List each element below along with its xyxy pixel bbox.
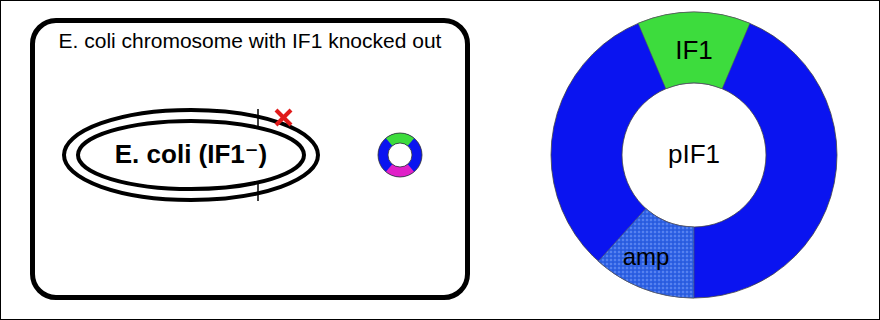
tick-mark [257, 182, 259, 201]
knockout-stroke [276, 110, 291, 125]
text-holder: E. coli (IF1⁻) [62, 108, 320, 202]
node-label: E. coli chromosome with IF1 knocked out [59, 29, 442, 53]
knockout-stroke [276, 110, 291, 125]
plasmid-gene-segment [389, 138, 411, 142]
plasmid-outline [388, 143, 412, 167]
plasmid-marker-segment [389, 168, 411, 172]
tick-mark [257, 109, 259, 128]
plasmid-ring: pIF1 IF1 amp [551, 12, 837, 298]
knockout-mark [276, 110, 291, 125]
node-label: pIF1 [668, 140, 720, 170]
outer-strand [64, 110, 318, 200]
marker-segment: amp [598, 208, 694, 298]
small-plasmid [378, 133, 422, 177]
marker-segment-fill [598, 209, 694, 298]
inner-strand [78, 121, 304, 189]
chromosome-ticks [258, 109, 259, 201]
gene-segment-fill [638, 12, 750, 89]
text-holder: IF1 [638, 12, 750, 89]
plasmid-ring [383, 138, 417, 172]
organism-label: E. coli (IF1⁻) [115, 140, 267, 170]
gene-segment: IF1 [638, 12, 750, 89]
chromosome-ellipse: E. coli (IF1⁻) [62, 108, 320, 202]
node-label: IF1 [675, 36, 713, 66]
node-label: amp [623, 243, 670, 271]
text-holder: amp [598, 208, 694, 298]
plasmid-outline [378, 133, 422, 177]
backbone-ring [551, 12, 837, 298]
cell-box: E. coli chromosome with IF1 knocked outE… [30, 18, 470, 300]
